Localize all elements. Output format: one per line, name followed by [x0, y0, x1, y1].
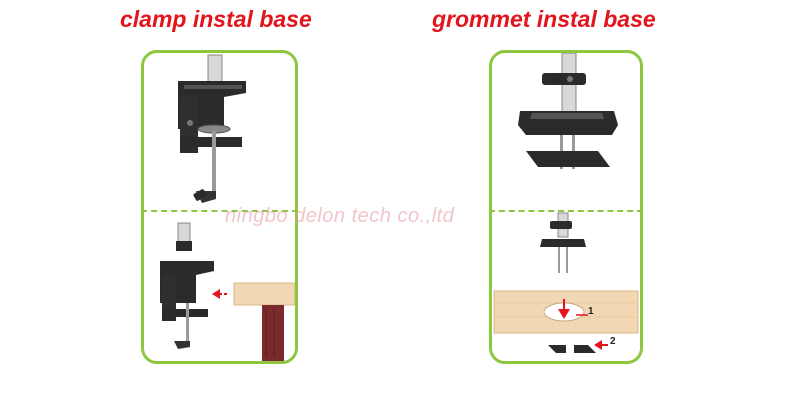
panel-divider	[141, 210, 298, 212]
watermark-text: ningbo delon tech co.,ltd	[225, 205, 455, 227]
step-two-label: 2	[610, 336, 616, 347]
clamp-illustration	[160, 54, 295, 361]
clamp-install-panel	[141, 50, 298, 364]
grommet-base-title: grommet instal base	[432, 6, 656, 32]
grommet-install-panel	[489, 50, 643, 364]
panel-divider	[489, 210, 643, 212]
grommet-illustration	[493, 53, 639, 353]
clamp-base-title: clamp instal base	[120, 6, 312, 32]
step-one-label: 1	[588, 306, 594, 317]
